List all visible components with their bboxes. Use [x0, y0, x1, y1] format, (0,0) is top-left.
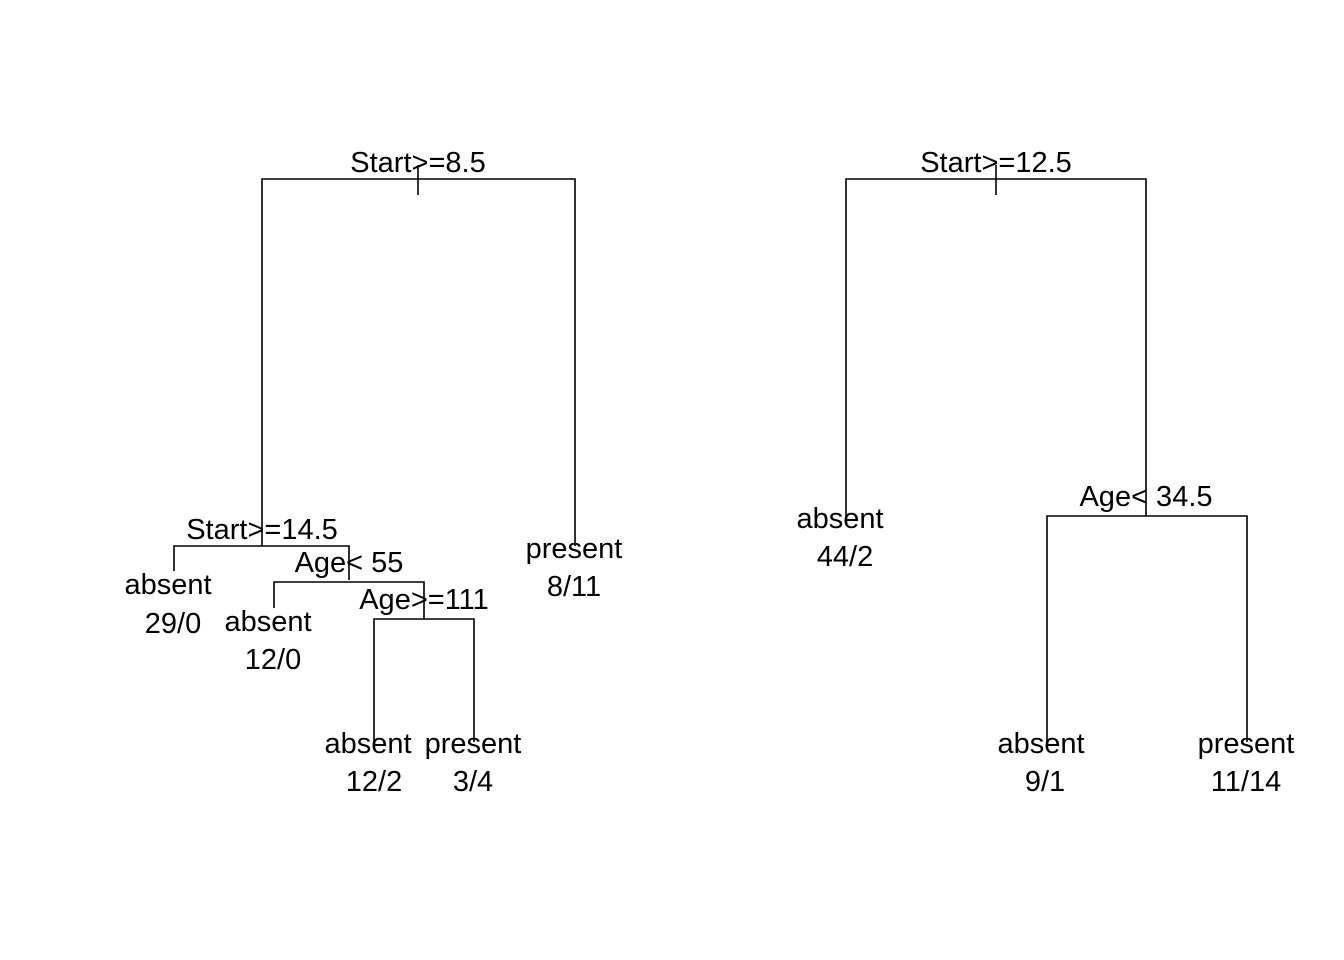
tree-1-leaf-counts: 8/11 [547, 571, 601, 603]
tree-1-split-label: Age< 55 [295, 547, 404, 579]
tree-1-age55-branch [273, 581, 425, 619]
tree-1-leaf-counts: 12/0 [245, 644, 301, 676]
tree-1-root-branch [261, 178, 576, 546]
tree-2-leaf-counts: 9/1 [1025, 766, 1065, 798]
tree-2-edges [845, 165, 1248, 742]
tree-1-leaf-class: absent [324, 728, 411, 760]
tree-1-leaf-counts: 3/4 [453, 766, 493, 798]
tree-2-leaf-class: absent [796, 503, 883, 535]
tree-2-split-label: Start>=12.5 [920, 147, 1072, 179]
tree-1-leaf-counts: 29/0 [145, 608, 201, 640]
tree-1-leaf-class: absent [224, 606, 311, 638]
tree-1-split-label: Age>=111 [359, 584, 489, 616]
tree-2-leaf-counts: 11/14 [1211, 766, 1281, 798]
tree-1-edges [173, 165, 576, 742]
tree-2-leaf-counts: 44/2 [817, 541, 873, 573]
tree-1-split-label: Start>=8.5 [350, 147, 485, 179]
tree-2-root-branch [845, 178, 1147, 517]
tree-1-leaf-class: present [425, 728, 522, 760]
tree-1-leaf-counts: 12/2 [346, 766, 402, 798]
tree-1-split-label: Start>=14.5 [186, 514, 338, 546]
tree-1-leaf-class: present [526, 533, 623, 565]
tree-2-leaf-class: absent [997, 728, 1084, 760]
tree-1-leaf-class: absent [124, 569, 211, 601]
tree-1-start145-branch [173, 545, 350, 580]
tree-2-leaf-class: present [1198, 728, 1295, 760]
tree-2-split-label: Age< 34.5 [1079, 481, 1212, 513]
tree-1-age111-branch [373, 618, 475, 742]
tree-2-age345-branch [1046, 515, 1248, 742]
